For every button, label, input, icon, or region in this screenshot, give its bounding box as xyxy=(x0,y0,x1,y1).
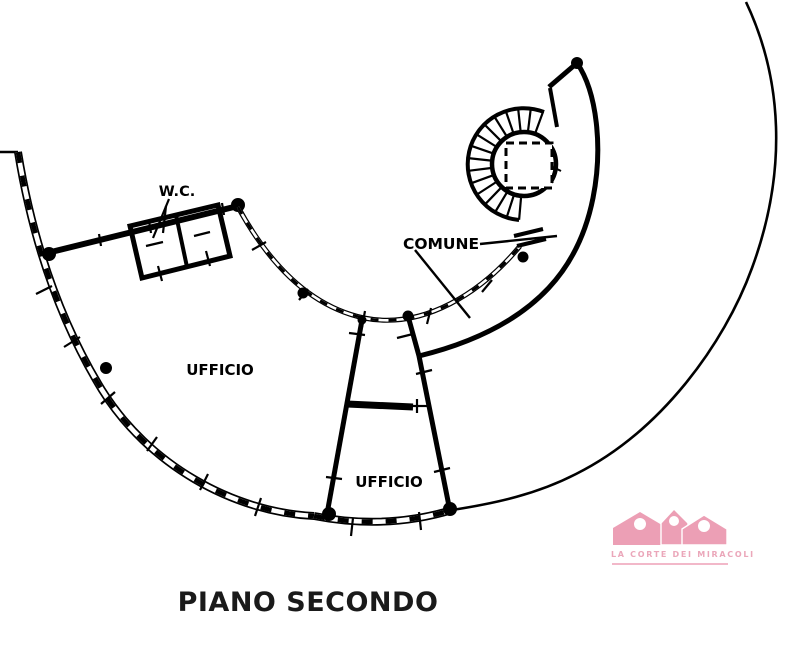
wc-room xyxy=(127,198,233,282)
logo: LA CORTE DEI MIRACOLI xyxy=(611,507,755,565)
logo-text: LA CORTE DEI MIRACOLI xyxy=(611,550,755,559)
structural-columns xyxy=(100,57,583,521)
room-label-wc: W.C. xyxy=(159,184,195,200)
logo-underline xyxy=(612,563,728,565)
wall-tick-marks xyxy=(35,285,423,537)
room-label-comune: COMUNE xyxy=(403,235,479,253)
plan-title: PIANO SECONDO xyxy=(178,587,439,618)
room-label-ufficio-left: UFFICIO xyxy=(186,361,254,379)
office-partition-walls xyxy=(324,315,453,515)
comune-leader-lines xyxy=(414,234,558,319)
house-icon xyxy=(660,507,689,546)
comune-corridor-wall xyxy=(418,61,601,359)
room-label-ufficio-bottom: UFFICIO xyxy=(355,473,423,491)
stair-treads xyxy=(468,108,545,220)
spiral-staircase xyxy=(465,106,562,248)
house-icon xyxy=(681,514,728,546)
courtyard-wall-ticks xyxy=(251,241,493,328)
courtyard-window-wall xyxy=(235,205,522,323)
house-icon xyxy=(613,512,667,545)
building-outer-arc xyxy=(0,1,778,512)
